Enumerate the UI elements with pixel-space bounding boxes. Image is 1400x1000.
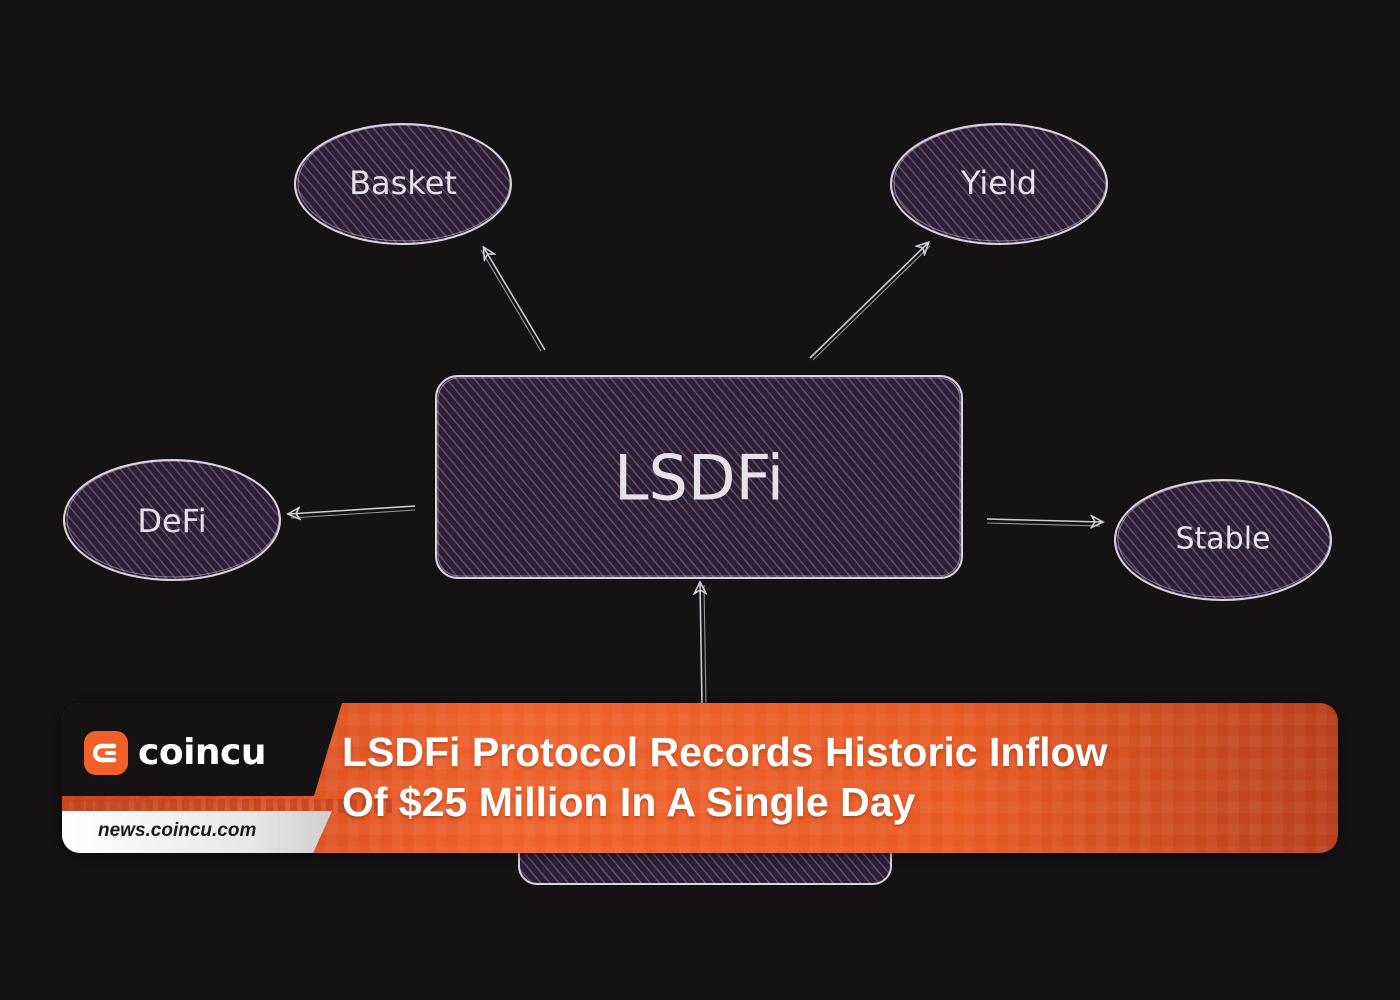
edge-lsdfi-yield [809, 243, 931, 361]
site-strip [62, 811, 332, 853]
node-label-lsdfi: LSDFi [614, 442, 784, 515]
headline-banner: coincu news.coincu.com LSDFi Protocol Re… [62, 703, 1338, 853]
node-label-stable: Stable [1175, 522, 1270, 557]
headline-line-1: LSDFi Protocol Records Historic Inflow [342, 729, 1108, 775]
node-basket: Basket [294, 123, 512, 245]
node-label-yield: Yield [960, 164, 1037, 202]
headline: LSDFi Protocol Records Historic Inflow O… [342, 727, 1302, 827]
edge-lsdfi-defi [289, 505, 416, 518]
brand-name: coincu [138, 732, 267, 773]
node-lsdfi: LSDFi [435, 375, 963, 579]
edge-bottom-lsdfi [700, 583, 706, 706]
node-label-basket: Basket [349, 164, 457, 202]
node-yield: Yield [890, 123, 1108, 245]
coincu-logo-icon [84, 731, 128, 775]
node-label-defi: DeFi [137, 502, 206, 540]
brand-dot-strip [62, 799, 392, 813]
site-url: news.coincu.com [98, 820, 257, 841]
edge-lsdfi-basket [480, 248, 546, 352]
node-defi: DeFi [63, 459, 281, 581]
edge-lsdfi-stable [986, 519, 1102, 526]
edges [289, 243, 1102, 706]
headline-line-2: Of $25 Million In A Single Day [342, 779, 916, 825]
node-stable: Stable [1114, 479, 1332, 601]
